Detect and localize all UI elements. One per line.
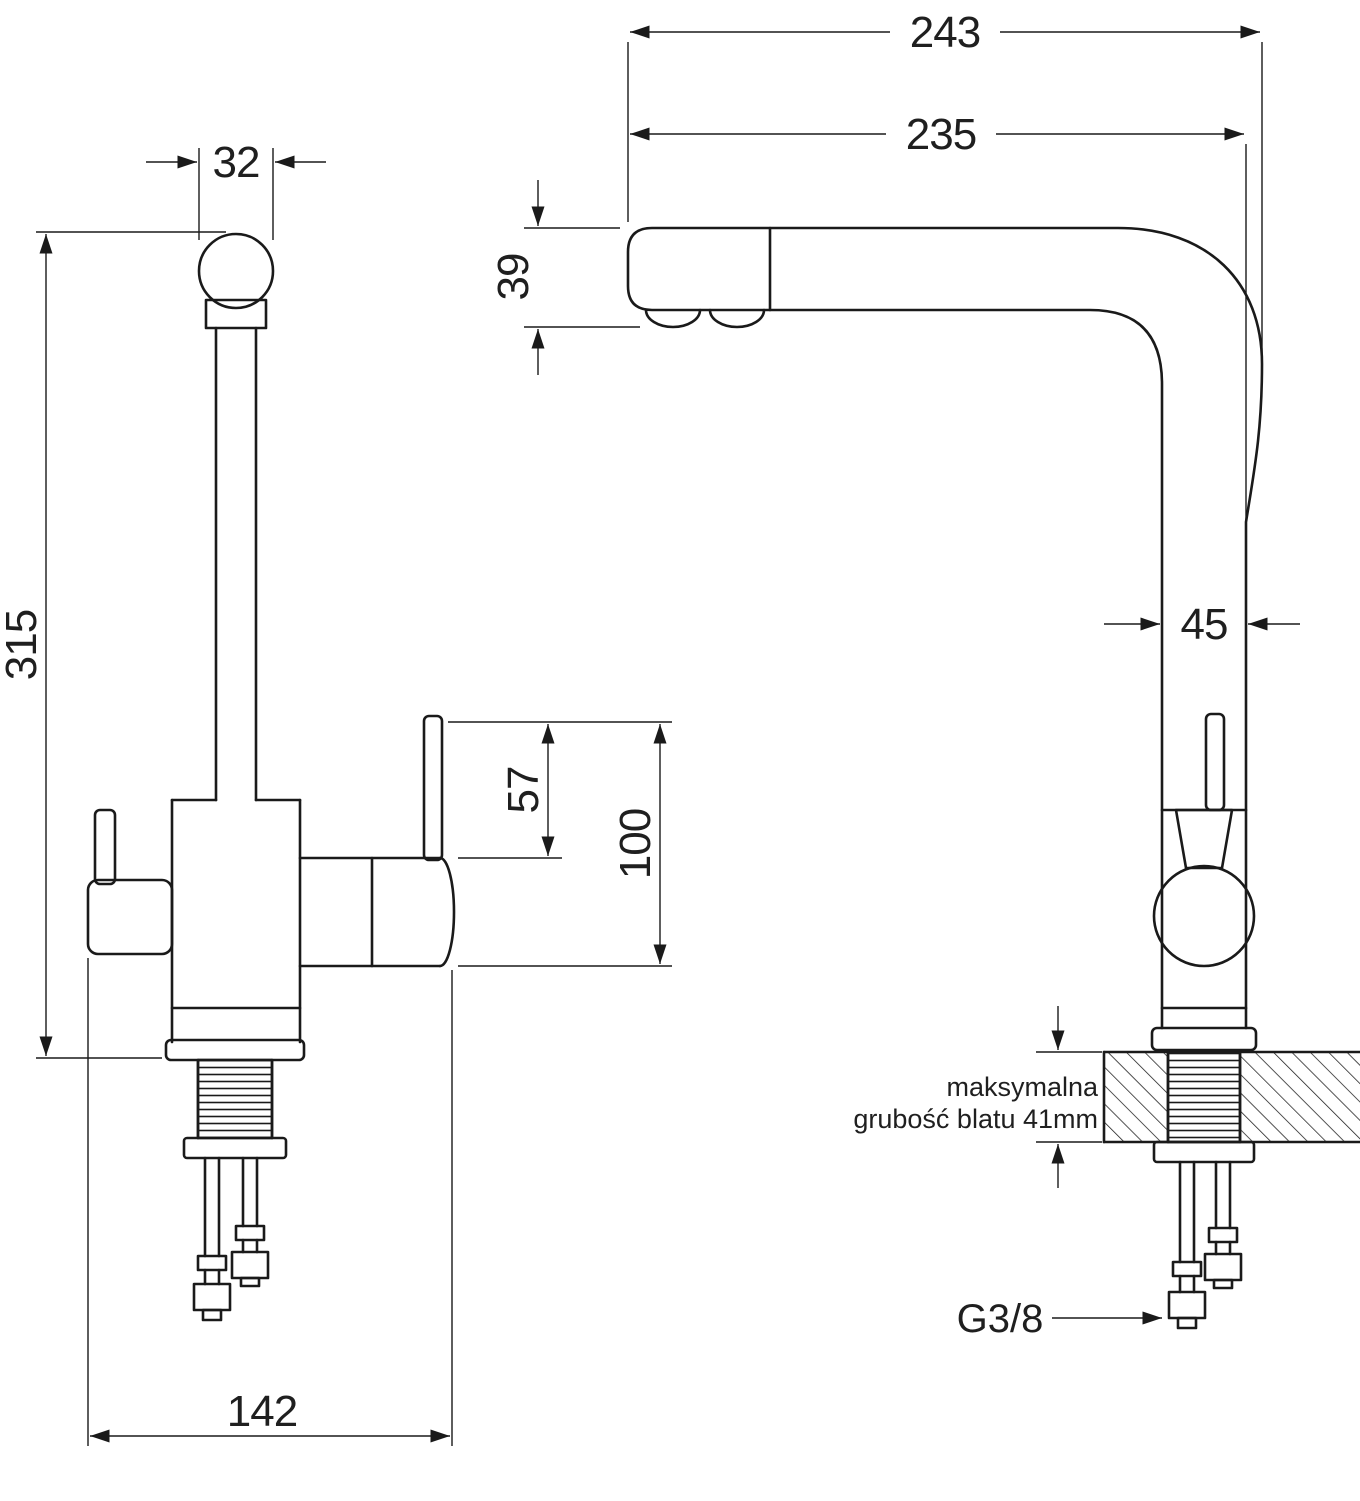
dim-body-width: 45 bbox=[1104, 600, 1300, 649]
filter-lever-pin bbox=[93, 808, 117, 886]
dim-head-width: 32 bbox=[146, 138, 326, 240]
supply-hoses-side bbox=[1167, 1160, 1243, 1330]
mounting-nut-front bbox=[182, 1136, 288, 1160]
dim-handle-assembly-height-label: 100 bbox=[611, 809, 660, 879]
hose-nut-front-right bbox=[230, 1250, 270, 1280]
spout-outer-edge bbox=[768, 226, 1264, 1030]
base-flange-side bbox=[1150, 1026, 1258, 1052]
dim-lever-height: 57 bbox=[448, 721, 672, 859]
faucet-front-view bbox=[86, 232, 456, 1160]
handle-cap-front bbox=[438, 856, 456, 968]
dim-total-height-label: 315 bbox=[0, 610, 46, 680]
aerator-bump-1 bbox=[644, 308, 702, 329]
dim-spout-reach: 235 bbox=[630, 110, 1247, 640]
dim-spout-reach-label: 235 bbox=[906, 110, 976, 159]
aerator-front bbox=[204, 298, 268, 330]
base-flange-front bbox=[164, 1038, 306, 1062]
spout-head-side bbox=[626, 226, 772, 312]
faucet-side-view bbox=[626, 226, 1264, 1164]
thread-size-label: G3/8 bbox=[957, 1297, 1044, 1341]
countertop-section bbox=[1102, 1050, 1360, 1144]
dim-base-span-label: 142 bbox=[227, 1387, 297, 1436]
counter-note-line2: grubość blatu 41mm bbox=[853, 1104, 1098, 1134]
dim-total-height: 315 bbox=[0, 231, 226, 1059]
dim-body-width-label: 45 bbox=[1181, 600, 1228, 649]
dim-handle-assembly-height: 100 bbox=[458, 724, 672, 967]
dim-spout-height-label: 39 bbox=[489, 254, 538, 301]
threaded-shank-side bbox=[1166, 1050, 1242, 1144]
counter-thickness-indicator bbox=[1036, 1006, 1102, 1188]
countertop-hatch-right bbox=[1240, 1052, 1360, 1142]
mixer-lever-side bbox=[1204, 712, 1226, 812]
hose-nut-side-left bbox=[1167, 1290, 1207, 1320]
aerator-bump-2 bbox=[708, 308, 766, 329]
mixer-lever-front bbox=[422, 714, 444, 862]
dim-base-span: 142 bbox=[87, 958, 453, 1446]
threaded-shank-front bbox=[196, 1058, 274, 1140]
handle-cap-side bbox=[1152, 864, 1256, 968]
dim-head-width-label: 32 bbox=[213, 138, 260, 187]
hose-nut-front-left bbox=[192, 1282, 232, 1312]
dim-overall-width-label: 243 bbox=[910, 8, 980, 57]
hose-nut-side-right bbox=[1203, 1252, 1243, 1282]
dim-lever-height-label: 57 bbox=[499, 767, 548, 814]
counter-note-line1: maksymalna bbox=[946, 1072, 1099, 1102]
mounting-nut-side bbox=[1152, 1140, 1256, 1164]
spout-inner-edge bbox=[768, 308, 1164, 1030]
supply-hoses-front bbox=[192, 1156, 270, 1322]
handle-mount-side bbox=[1174, 808, 1234, 870]
filter-valve-body bbox=[86, 878, 174, 956]
spout-head-front bbox=[197, 232, 275, 310]
dim-spout-height: 39 bbox=[489, 180, 640, 375]
dim-overall-width: 243 bbox=[627, 8, 1263, 356]
countertop-hatch-left bbox=[1104, 1052, 1168, 1142]
